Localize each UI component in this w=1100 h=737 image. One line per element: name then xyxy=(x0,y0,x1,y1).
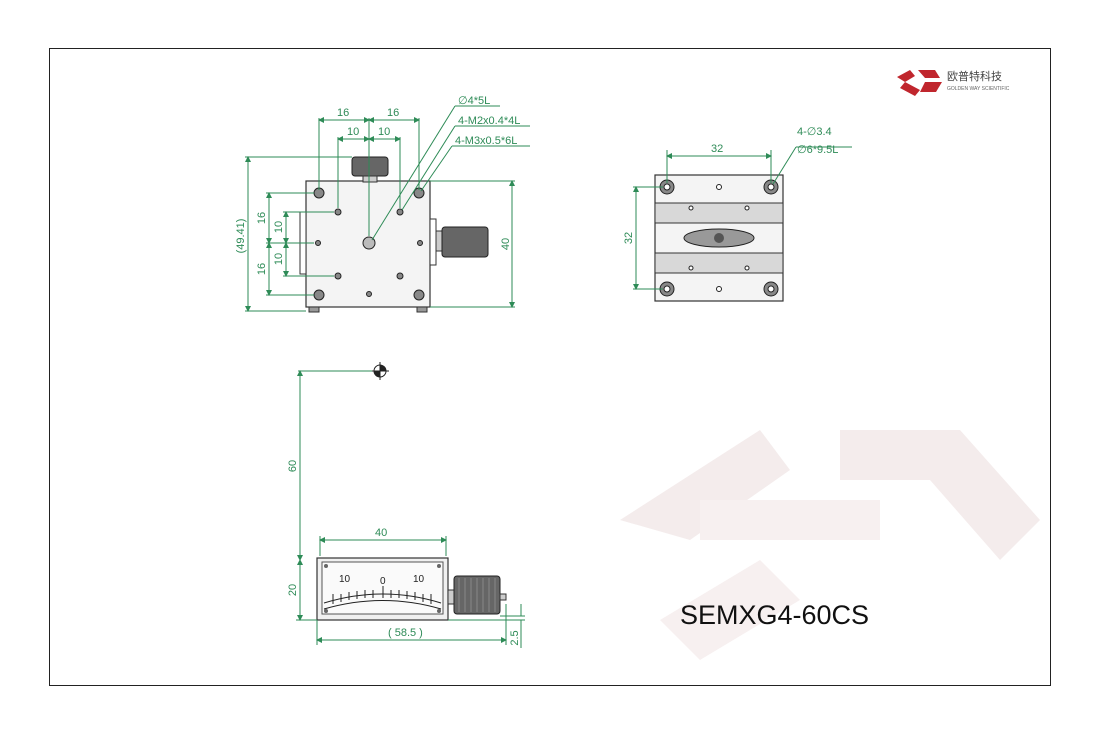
dim-10-left: 10 xyxy=(347,126,359,138)
dim-bottom-height-32: 32 xyxy=(623,232,635,244)
dim-v10-top: 10 xyxy=(273,221,285,233)
dim-v10-bottom: 10 xyxy=(273,253,285,265)
side-view: 60 10 0 10 xyxy=(287,362,525,648)
logo-english-text: GOLDEN WAY SCIENTIFIC xyxy=(947,86,1010,92)
dim-v16-top: 16 xyxy=(256,212,268,224)
callout-center-hole: ∅4*5L xyxy=(458,95,490,107)
callout-m3-holes: 4-M3x0.5*6L xyxy=(455,135,517,147)
rotation-center-symbol xyxy=(371,362,389,380)
scale-label-right: 10 xyxy=(413,574,425,585)
callout-bottom-counterbore: ∅6*9.5L xyxy=(797,144,838,156)
dim-10-right: 10 xyxy=(378,126,390,138)
dim-side-40: 40 xyxy=(375,527,387,539)
dim-v16-bottom: 16 xyxy=(256,263,268,275)
callout-bottom-holes: 4-∅3.4 xyxy=(797,126,832,138)
dim-height-40: 40 xyxy=(500,238,512,250)
top-view: 16 16 10 10 ∅4*5L 4-M2x0.4*4L 4-M3x0.5*6… xyxy=(235,95,530,313)
dim-side-2-5: 2.5 xyxy=(509,630,521,645)
scale-label-center: 0 xyxy=(380,576,386,587)
dim-bottom-width-32: 32 xyxy=(711,143,723,155)
watermark-logo xyxy=(620,430,1040,660)
brand-logo: 欧普特科技 GOLDEN WAY SCIENTIFIC xyxy=(897,69,1010,96)
dim-side-60: 60 xyxy=(287,460,299,472)
drawing-frame xyxy=(49,48,1051,686)
bottom-view: 32 32 4-∅3.4 ∅6*9.5L xyxy=(623,126,852,302)
callout-m2-holes: 4-M2x0.4*4L xyxy=(458,115,520,127)
dim-16-left: 16 xyxy=(337,107,349,119)
logo-chinese-text: 欧普特科技 xyxy=(947,69,1002,83)
scale-label-left: 10 xyxy=(339,574,351,585)
dim-side-20: 20 xyxy=(287,584,299,596)
dim-height-total: (49.41) xyxy=(235,219,247,254)
model-number: SEMXG4-60CS xyxy=(680,600,869,630)
dim-side-58-5: ( 58.5 ) xyxy=(388,627,423,639)
dim-16-right: 16 xyxy=(387,107,399,119)
